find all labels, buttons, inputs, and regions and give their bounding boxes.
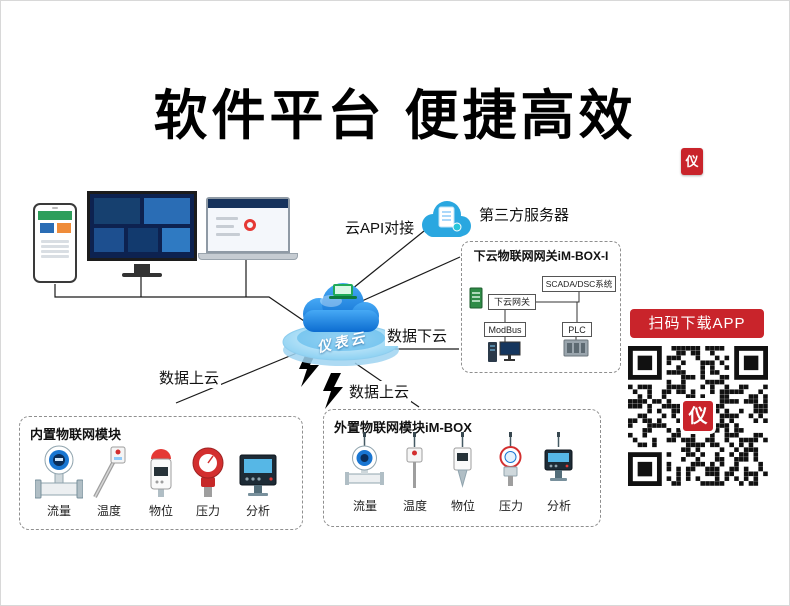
cloud-platform-icon: [282, 283, 400, 366]
external-item-pressure: 压力: [486, 432, 536, 514]
scada-node: SCADA/DSC系统: [542, 276, 616, 292]
qr-logo-glyph: 仪: [688, 406, 708, 427]
external-item-level: 物位: [438, 432, 488, 514]
modbus-node: ModBus: [484, 322, 526, 337]
app-logo-glyph: 仪: [685, 154, 699, 169]
antenna-icon: [557, 432, 560, 437]
qr-center-logo: 仪: [680, 398, 716, 434]
wireless-level-icon: [453, 432, 472, 488]
external-item-flow: 流量: [340, 432, 390, 514]
data-down-label: 数据下云: [385, 325, 450, 346]
wireless-analyzer-icon: [544, 432, 573, 481]
server-icon: [488, 342, 497, 362]
qr-code-pattern: [628, 346, 768, 486]
builtin-item-level: 物位: [136, 443, 186, 519]
builtin-item-flow: 流量: [34, 443, 84, 519]
page-title: 软件平台 便捷高效: [153, 86, 637, 146]
antenna-icon: [413, 432, 416, 437]
workstation-icon: [499, 341, 521, 361]
antenna-icon: [509, 432, 512, 437]
monitor-mockup: [87, 191, 197, 261]
gateway-node: 下云网关: [488, 294, 536, 310]
external-item-temperature: 温度: [390, 432, 440, 514]
gateway-internal-diagram: [469, 287, 589, 362]
external-module-box: 外置物联网模块iM-BOX 流量: [323, 409, 601, 527]
qr-code: 仪: [628, 346, 768, 486]
data-up-left-label: 数据上云: [157, 367, 222, 388]
antenna-icon: [461, 432, 464, 437]
wireless-pressure-icon: [499, 432, 522, 486]
item-label: 压力: [498, 499, 523, 513]
phone-camera-dot: [52, 207, 58, 209]
wireless-temperature-icon: [406, 432, 423, 488]
item-label: 分析: [245, 504, 270, 518]
iot-gateway-device-icon: [469, 287, 483, 309]
item-label: 分析: [546, 499, 571, 513]
third-party-cloud-icon: [422, 201, 471, 237]
external-module-title: 外置物联网模块iM-BOX: [334, 420, 472, 435]
plc-device-icon: [563, 339, 589, 357]
item-label: 温度: [96, 504, 121, 518]
item-label: 流量: [352, 499, 377, 513]
lightning-icon: [323, 373, 343, 409]
green-laptop-icon: [329, 284, 357, 299]
antenna-icon: [363, 432, 366, 437]
app-logo-icon: 仪: [681, 148, 703, 175]
level-meter-icon: [150, 449, 172, 497]
external-item-analyzer: 分析: [534, 432, 584, 514]
wireless-flowmeter-icon: [345, 432, 384, 485]
api-link-label: 云API对接: [345, 220, 415, 237]
data-up-right-label: 数据上云: [347, 381, 412, 402]
download-app-button[interactable]: 扫码下载APP: [630, 309, 764, 338]
flowmeter-icon: [35, 445, 83, 499]
phone-screen: [38, 211, 72, 275]
builtin-item-analyzer: 分析: [233, 443, 283, 519]
builtin-item-pressure: 压力: [183, 443, 233, 519]
temperature-sensor-icon: [93, 446, 126, 498]
item-label: 流量: [46, 504, 71, 518]
gateway-box: 下云物联网网关iM-BOX-I: [461, 241, 621, 373]
analyzer-icon: [239, 454, 277, 496]
item-label: 压力: [195, 504, 220, 518]
pressure-transmitter-icon: [192, 447, 224, 497]
builtin-module-title: 内置物联网模块: [30, 427, 122, 442]
builtin-item-temperature: 温度: [84, 443, 134, 519]
laptop-base: [198, 253, 298, 260]
plc-node: PLC: [562, 322, 592, 337]
third-party-server-label: 第三方服务器: [479, 207, 570, 224]
laptop-chart-icon: [244, 219, 256, 231]
monitor-stand: [134, 264, 150, 273]
gateway-box-title: 下云物联网网关iM-BOX-I: [473, 249, 609, 263]
item-label: 温度: [402, 499, 427, 513]
phone-mockup: [33, 203, 77, 283]
laptop-mockup: [206, 197, 290, 253]
builtin-module-box: 内置物联网模块 流量 温度: [19, 416, 303, 530]
item-label: 物位: [148, 504, 173, 518]
monitor-base: [122, 273, 162, 277]
item-label: 物位: [450, 499, 475, 513]
